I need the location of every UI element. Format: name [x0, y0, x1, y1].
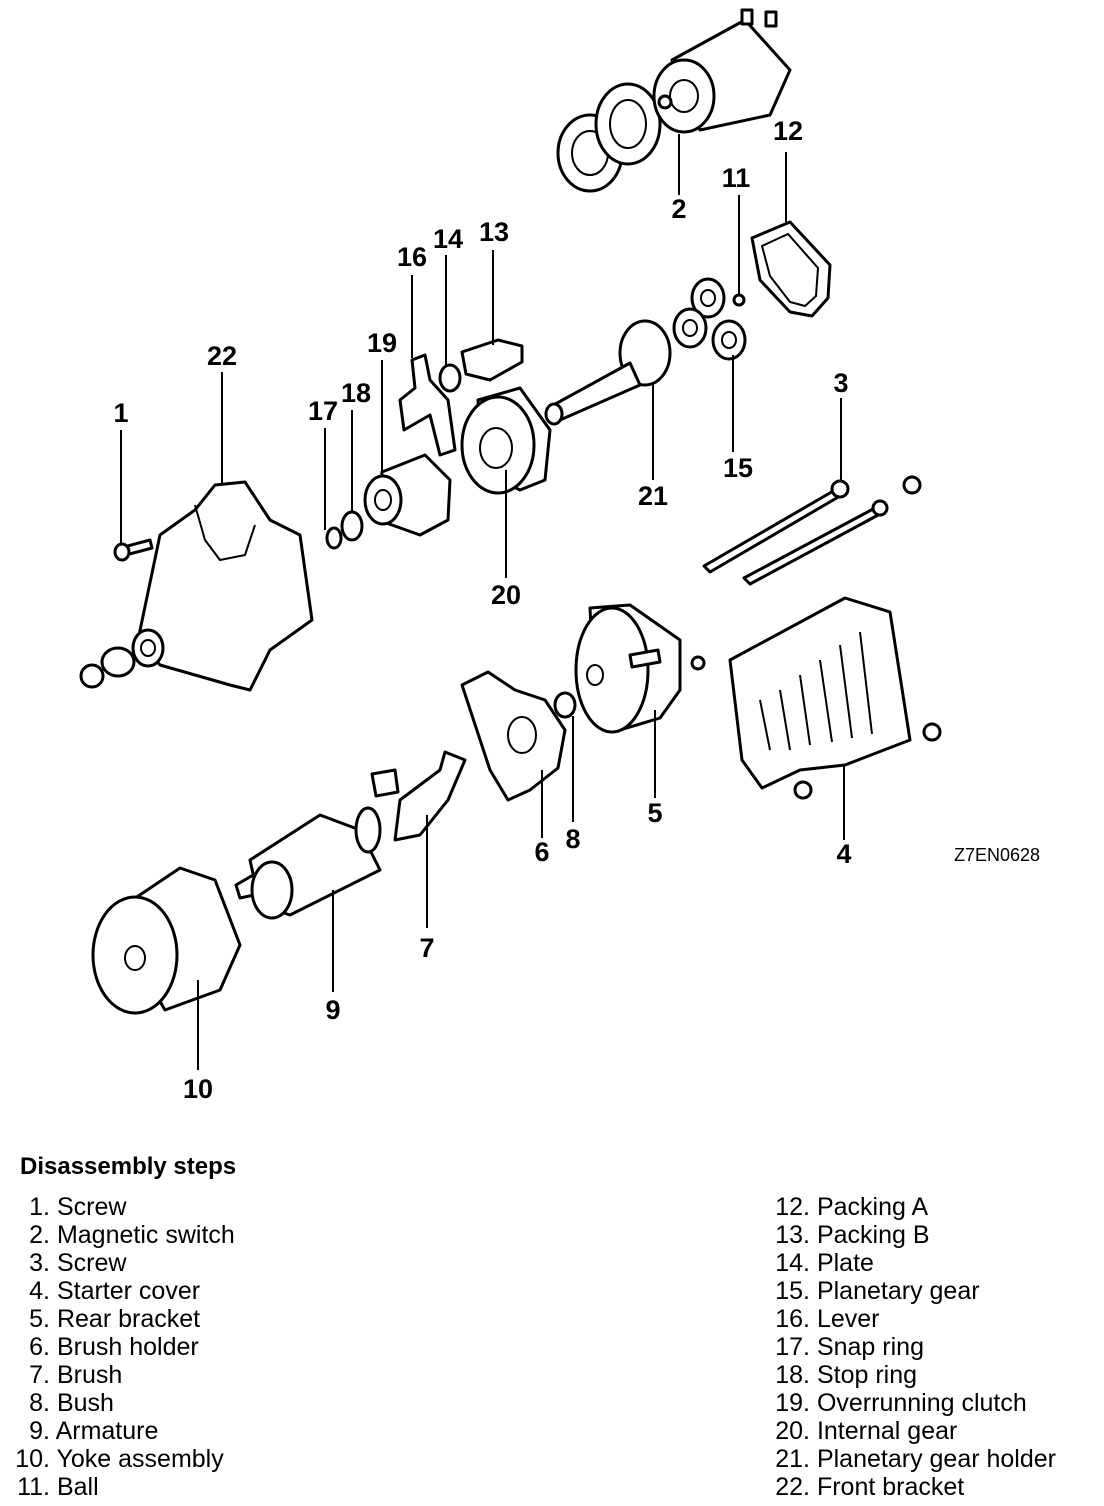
step-item: 2. Magnetic switch — [29, 1221, 235, 1249]
callout-16: 16 — [397, 242, 427, 272]
callout-21: 21 — [638, 481, 668, 511]
step-item: 4. Starter cover — [29, 1277, 201, 1305]
step-item: 5. Rear bracket — [29, 1305, 201, 1333]
step-item: 3. Screw — [29, 1249, 127, 1277]
step-item: 19. Overrunning clutch — [775, 1389, 1027, 1417]
callout-13: 13 — [479, 217, 509, 247]
step-item: 10. Yoke assembly — [15, 1445, 224, 1473]
callout-19: 19 — [367, 328, 397, 358]
screw-3-parts — [702, 475, 922, 586]
lever-part — [398, 353, 457, 457]
overrunning-clutch-part — [363, 453, 452, 537]
plate-part — [438, 363, 462, 393]
packing-b-part — [460, 338, 524, 382]
bush-part — [553, 691, 577, 719]
packing-a-part — [750, 220, 832, 318]
callout-17: 17 — [308, 396, 338, 426]
callout-labels: 1 2 3 4 5 6 7 8 9 10 11 12 13 14 15 16 1… — [113, 116, 851, 1104]
step-item: 20. Internal gear — [775, 1417, 958, 1445]
step-item: 13. Packing B — [775, 1221, 930, 1249]
starter-cover-part — [728, 596, 942, 800]
front-bracket-part — [79, 480, 314, 692]
callout-7: 7 — [419, 933, 434, 963]
step-item: 15. Planetary gear — [775, 1277, 980, 1305]
callout-3: 3 — [833, 368, 848, 398]
planetary-gears-part — [672, 277, 747, 361]
magnetic-switch-part — [556, 8, 792, 193]
step-item: 16. Lever — [775, 1305, 880, 1333]
step-item: 18. Stop ring — [775, 1361, 918, 1389]
step-item: 9. Armature — [29, 1417, 159, 1445]
steps-list-left: 1. Screw 2. Magnetic switch 3. Screw 4. … — [0, 1193, 235, 1501]
steps-title: Disassembly steps — [20, 1153, 237, 1180]
brush-holder-part — [460, 670, 567, 802]
callout-15: 15 — [723, 453, 753, 483]
callout-12: 12 — [773, 116, 803, 146]
figure-code: Z7EN0628 — [954, 845, 1040, 865]
step-item: 1. Screw — [29, 1193, 127, 1221]
screw-1-part — [113, 538, 154, 562]
step-item: 22. Front bracket — [775, 1473, 965, 1501]
armature-part — [234, 806, 382, 920]
callout-20: 20 — [491, 580, 521, 610]
callout-9: 9 — [325, 995, 340, 1025]
exploded-view-diagram: 1 2 3 4 5 6 7 8 9 10 11 12 13 14 15 16 1… — [79, 8, 1040, 1104]
internal-gear-part — [460, 386, 552, 495]
callout-5: 5 — [647, 798, 662, 828]
brushes-part — [370, 750, 467, 842]
leader-lines — [120, 134, 845, 1070]
callout-4: 4 — [836, 839, 851, 869]
ball-part — [732, 293, 746, 307]
steps-list-right: 12. Packing A 13. Packing B 14. Plate 15… — [762, 1193, 1056, 1501]
callout-18: 18 — [341, 378, 371, 408]
step-item: 7. Brush — [29, 1361, 123, 1389]
callout-1: 1 — [113, 398, 128, 428]
step-item: 8. Bush — [29, 1389, 114, 1417]
planetary-gear-holder-part — [544, 319, 672, 426]
step-item: 14. Plate — [775, 1249, 874, 1277]
snap-ring-part — [325, 526, 343, 550]
yoke-assembly-part — [91, 866, 242, 1015]
stop-ring-part — [340, 510, 364, 542]
step-item: 6. Brush holder — [29, 1333, 199, 1361]
callout-22: 22 — [207, 341, 237, 371]
step-item: 17. Snap ring — [775, 1333, 924, 1361]
callout-14: 14 — [433, 224, 463, 254]
step-item: 21. Planetary gear holder — [775, 1445, 1056, 1473]
callout-11: 11 — [722, 163, 751, 193]
callout-10: 10 — [183, 1074, 213, 1104]
step-item: 11. Ball — [17, 1473, 99, 1501]
step-item: 12. Packing A — [775, 1193, 929, 1221]
rear-bracket-part — [574, 603, 706, 734]
callout-8: 8 — [565, 824, 580, 854]
callout-6: 6 — [534, 837, 549, 867]
callout-2: 2 — [671, 194, 686, 224]
